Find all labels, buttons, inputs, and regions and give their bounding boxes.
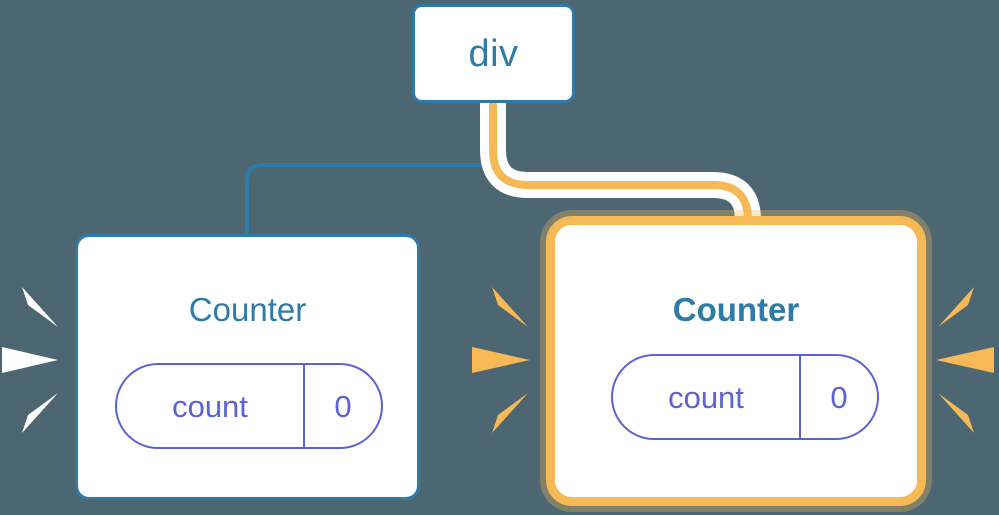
burst-middle (472, 287, 530, 433)
burst-spike-middle (936, 347, 994, 373)
burst-spike-middle (2, 347, 58, 373)
node-counter-right[interactable]: Counter count 0 (555, 225, 917, 497)
node-counter-left-title: Counter (188, 291, 307, 328)
state-pill-right: count 0 (611, 354, 879, 440)
node-div[interactable]: div (412, 4, 575, 103)
burst-spike-top (492, 287, 528, 327)
burst-left (2, 287, 58, 433)
state-pill-left: count 0 (115, 363, 383, 449)
burst-spike-top (938, 287, 974, 327)
state-key-right: count (668, 379, 744, 415)
state-value-right: 0 (799, 356, 877, 438)
edge-div-to-counter-right (489, 103, 752, 240)
node-counter-right-highlight-ring[interactable]: Counter count 0 (546, 216, 926, 506)
burst-spike-bottom (938, 393, 974, 433)
state-value-left: 0 (303, 365, 381, 447)
burst-spike-top (22, 287, 58, 327)
burst-spike-middle (472, 347, 530, 373)
node-counter-left[interactable]: Counter count 0 (75, 234, 420, 500)
state-key-left: count (172, 388, 248, 424)
node-counter-right-title: Counter (672, 291, 800, 328)
burst-spike-bottom (492, 393, 528, 433)
burst-spike-bottom (22, 393, 58, 433)
node-div-label: div (468, 32, 519, 75)
edge-div-to-counter-left (245, 103, 495, 234)
burst-right (936, 287, 994, 433)
